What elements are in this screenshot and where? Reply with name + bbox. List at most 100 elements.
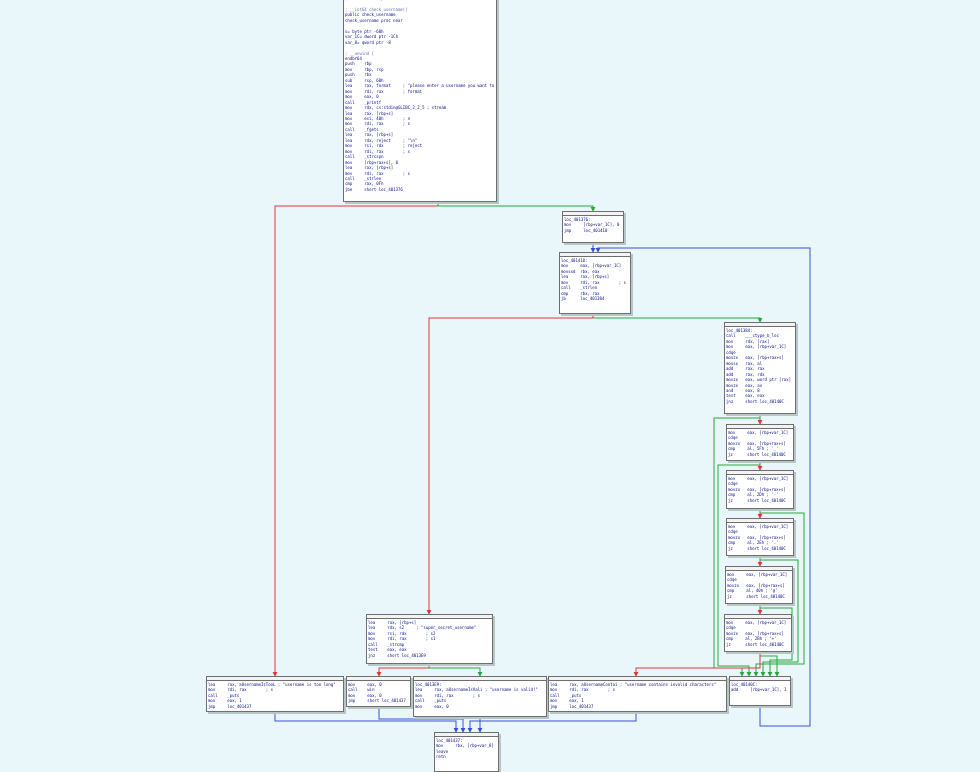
asm-line: public check_username xyxy=(345,12,396,18)
asm-line: jmp short loc_401437 xyxy=(348,698,406,704)
block-lines: lea rax, [rbp+s]lea rdx, s2 ; "super_sec… xyxy=(367,619,492,658)
asm-line: mov rsi, rdx ; reject xyxy=(345,143,423,149)
asm-line: call _puts xyxy=(550,692,582,698)
asm-line: lea rax, [rbp+s] xyxy=(345,110,394,116)
asm-line: mov eax, [rbp+var_1C] xyxy=(726,344,787,350)
asm-line: loc_401437: xyxy=(436,738,463,743)
block-loc-40140C[interactable]: loc_40140C:add [rbp+var_1C], 1 xyxy=(729,676,791,706)
block-lines: loc_4013E9:lea rax, aUsernameIsVali ; "u… xyxy=(414,681,546,709)
asm-line: cmp al, 2Dh ; '-' xyxy=(728,492,779,498)
asm-line: movsx rax, al xyxy=(726,360,763,366)
asm-line: movzx eax, ax xyxy=(726,382,763,388)
edge-strcmp-false xyxy=(376,663,430,677)
asm-line: movzx eax, word ptr [rax] xyxy=(726,377,792,383)
asm-line: ; __unwind { xyxy=(345,50,374,56)
asm-line: mov rdi, rax ; s xyxy=(415,692,481,698)
asm-line: var_1C= dword ptr -1Ch xyxy=(345,34,398,40)
block-header xyxy=(367,615,492,619)
block-invalid[interactable]: lea rax, aUsernameContai ; "username con… xyxy=(548,676,727,712)
asm-line: lea rdx, reject ; "\n" xyxy=(345,137,418,143)
asm-line: jnz short loc_4013E9 xyxy=(368,652,426,658)
asm-line: mov eax, 0 xyxy=(345,94,379,100)
asm-line: call _puts xyxy=(415,698,447,704)
block-lines: loc_401410:mov eax, [rbp+var_1C]movsxd r… xyxy=(560,257,630,302)
edge-loop-exit xyxy=(426,313,594,615)
asm-line: lea rax, [rbp+s] xyxy=(561,274,610,280)
asm-line: lea rax, [rbp+s] xyxy=(368,620,417,625)
asm-line: retn xyxy=(436,754,446,760)
asm-line: movzx eax, [rbp+rax+s] xyxy=(726,630,784,636)
asm-line: test eax, eax xyxy=(368,647,407,653)
asm-line: jbe short loc_401376 xyxy=(345,186,403,192)
asm-line: lea rax, aUsernameIsVali ; "username is … xyxy=(415,687,538,693)
asm-line: cmp al, 2Bh ; '+' xyxy=(726,636,777,642)
block-header xyxy=(730,677,790,681)
asm-line: lea rax, [rbp+s] xyxy=(345,132,394,138)
asm-line: lea rax, aUsernameIsTooL ; "username is … xyxy=(208,682,336,687)
asm-line: mov rdi, rax ; s xyxy=(345,170,411,176)
asm-line: mov rbx, [rbp+var_8] xyxy=(436,743,494,749)
asm-line: var_8= qword ptr -8 xyxy=(345,39,391,45)
asm-line: cmp al, 2Eh ; '.' xyxy=(728,540,779,546)
asm-line: mov eax, 1 xyxy=(550,698,584,704)
asm-line: jmp loc_401437 xyxy=(208,703,252,709)
asm-line: ; __int64 check_username() xyxy=(345,6,408,12)
edge-alnum-true xyxy=(713,413,761,677)
edge-invalid-exit xyxy=(467,711,637,733)
asm-line: jz short loc_40140C xyxy=(728,497,786,503)
asm-line: cmp al, 40h ; '@' xyxy=(727,588,778,594)
asm-line: mov eax, 1 xyxy=(208,698,242,704)
asm-line: mov rdx, [rax] xyxy=(726,338,770,344)
asm-line: cdqe xyxy=(726,625,736,631)
asm-line: mov eax, [rbp+var_1C] xyxy=(728,476,789,481)
block-strcmp[interactable]: lea rax, [rbp+s]lea rdx, s2 ; "super_sec… xyxy=(366,614,493,664)
asm-line: loc_401376: xyxy=(564,217,591,222)
asm-line: mov eax, 0 xyxy=(348,682,382,687)
asm-line: mov rdi, rax ; s xyxy=(208,687,274,693)
asm-line: call _fgets xyxy=(345,126,379,132)
asm-line: movzx eax, [rbp+rax+s] xyxy=(728,440,786,446)
asm-line: check_username proc near xyxy=(345,17,403,23)
block-lines: lea rax, aUsernameIsTooL ; "username is … xyxy=(207,681,343,709)
asm-line: call _strcspn xyxy=(345,154,384,160)
asm-line: cdqe xyxy=(728,435,738,441)
asm-line: lea rax, aUsernameContai ; "username con… xyxy=(550,682,717,687)
asm-line: add rax, rax xyxy=(726,366,765,372)
edge-toolong-exit xyxy=(274,711,459,733)
block-loc-401410[interactable]: loc_401410:mov eax, [rbp+var_1C]movsxd r… xyxy=(559,252,631,314)
edge-plus-false xyxy=(633,651,761,677)
asm-line: mov esi, 40h ; n xyxy=(345,115,411,121)
block-header xyxy=(435,733,498,737)
asm-line: cdqe xyxy=(728,481,738,487)
asm-line: ; Attributes: bp-based frame xyxy=(345,0,496,1)
asm-line: movzx eax, [rbp+rax+s] xyxy=(727,582,785,588)
edge-at-true xyxy=(759,603,793,677)
block-check-username[interactable]: ; Attributes: bp-based frame ; __int64 c… xyxy=(343,0,497,202)
asm-line: push rbp xyxy=(345,61,372,67)
asm-line: mov rdi, rax ; s xyxy=(345,121,411,127)
block-header xyxy=(725,615,791,619)
block-header xyxy=(727,471,793,475)
block-header xyxy=(414,677,546,681)
block-header xyxy=(560,253,630,257)
block-too-long[interactable]: lea rax, aUsernameIsTooL ; "username is … xyxy=(206,676,344,712)
asm-line: mov eax, 0 xyxy=(415,703,449,709)
asm-line: loc_40140C: xyxy=(731,682,758,687)
block-valid[interactable]: loc_4013E9:lea rax, aUsernameIsVali ; "u… xyxy=(413,676,547,717)
asm-line: mov eax, [rbp+var_1C] xyxy=(728,524,789,529)
block-header xyxy=(549,677,726,681)
asm-line: mov eax, [rbp+var_1C] xyxy=(728,430,789,435)
edge-dash-true xyxy=(753,508,805,677)
